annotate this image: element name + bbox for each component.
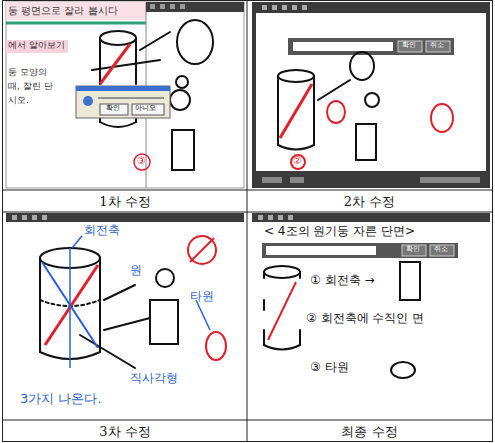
button-text: 확인	[106, 105, 120, 113]
section-text: 에서 알아보기	[8, 41, 65, 51]
caption-cell: 2차 수정	[247, 191, 492, 212]
button-text: 취소	[430, 42, 444, 50]
body-text: 때, 잘린 단	[8, 82, 53, 92]
body-text: 시오.	[8, 96, 29, 106]
callout-number: ②	[293, 155, 302, 166]
caption-cell: 3차 수정	[3, 421, 247, 442]
body-text: 둥 모양의	[8, 68, 47, 78]
handwritten-title: < 4조의 원기둥 자른 단면>	[264, 225, 415, 238]
handwritten-note: 3가지 나온다.	[20, 392, 102, 406]
button-text: 확인	[406, 246, 420, 254]
handwritten-note: 타원	[190, 290, 214, 303]
handwritten-note: ② 회전축에 수직인 면	[306, 312, 424, 325]
handwritten-note: ① 회전축 →	[310, 274, 374, 287]
caption-text: 최종 수정	[247, 424, 492, 440]
handwritten-note: 원	[130, 264, 142, 277]
caption-text: 3차 수정	[3, 424, 247, 440]
handwritten-note: ③ 타원	[310, 361, 349, 374]
button-text: 확인	[402, 42, 416, 50]
callout-number: ③	[137, 155, 146, 166]
caption-text: 2차 수정	[247, 194, 492, 210]
caption-text: 1차 수정	[3, 194, 247, 210]
caption-cell: 최종 수정	[247, 421, 492, 442]
handwritten-note: 직사각형	[130, 372, 178, 385]
button-text: 아니오	[135, 105, 156, 113]
caption-cell: 1차 수정	[3, 191, 247, 212]
button-text: 취소	[434, 246, 448, 254]
handwritten-note: 회전축	[84, 224, 120, 237]
header-text: 둥 평면으로 잘라 봅시다	[8, 5, 118, 16]
